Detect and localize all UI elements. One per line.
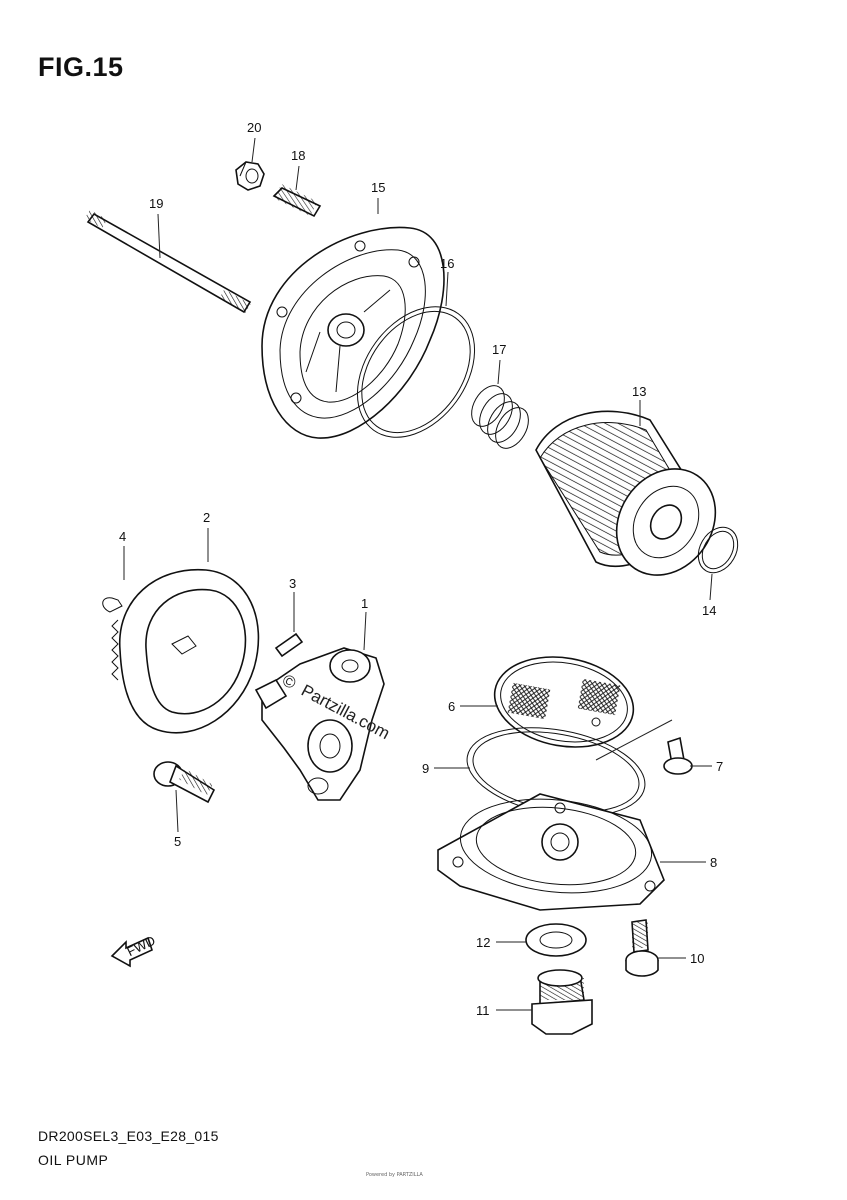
part-15-filter-cap — [261, 226, 445, 439]
callout-18: 18 — [291, 148, 305, 163]
part-4-circlip — [102, 597, 123, 613]
diagram-subtitle: OIL PUMP — [38, 1152, 109, 1168]
part-1-oil-pump-body — [254, 647, 385, 801]
figure-title: FIG.15 — [38, 52, 124, 82]
part-11-drain-plug — [531, 969, 593, 1035]
callout-numbers: 20 18 15 19 16 17 13 14 2 4 3 1 5 6 9 7 … — [119, 120, 723, 1018]
part-16-o-ring — [356, 306, 476, 438]
callout-3: 3 — [289, 576, 296, 591]
fine-print: Powered by PARTZILLA — [366, 1172, 423, 1178]
part-7-small-bolt — [663, 736, 693, 775]
callout-14: 14 — [702, 603, 716, 618]
part-20-nut — [235, 161, 265, 191]
callout-9: 9 — [422, 761, 429, 776]
callout-20: 20 — [247, 120, 261, 135]
callout-2: 2 — [203, 510, 210, 525]
part-17-spring — [471, 385, 529, 449]
callout-8: 8 — [710, 855, 717, 870]
callout-7: 7 — [716, 759, 723, 774]
fwd-arrow-icon: FWD — [110, 933, 158, 968]
callout-1: 1 — [361, 596, 368, 611]
callout-4: 4 — [119, 529, 126, 544]
part-6-oil-strainer — [493, 656, 635, 748]
part-8-strainer-cover — [437, 793, 665, 911]
part-3-pin — [274, 632, 304, 658]
callout-5: 5 — [174, 834, 181, 849]
callout-10: 10 — [690, 951, 704, 966]
callout-19: 19 — [149, 196, 163, 211]
callout-17: 17 — [492, 342, 506, 357]
part-2-pump-gear — [111, 568, 260, 734]
leader-lines — [123, 137, 713, 1011]
callout-11: 11 — [476, 1003, 490, 1018]
part-10-bolt — [625, 919, 659, 977]
callout-6: 6 — [448, 699, 455, 714]
part-12-washer — [525, 923, 587, 957]
part-18-stud — [272, 184, 322, 218]
part-13-oil-filter-element — [535, 410, 717, 576]
callout-13: 13 — [632, 384, 646, 399]
part-5-bolt — [153, 761, 216, 804]
part-19-long-bolt — [84, 209, 252, 314]
diagram-code: DR200SEL3_E03_E28_015 — [38, 1128, 219, 1144]
callout-16: 16 — [440, 256, 454, 271]
part-14-small-o-ring — [697, 526, 739, 574]
callout-15: 15 — [371, 180, 385, 195]
callout-12: 12 — [476, 935, 490, 950]
